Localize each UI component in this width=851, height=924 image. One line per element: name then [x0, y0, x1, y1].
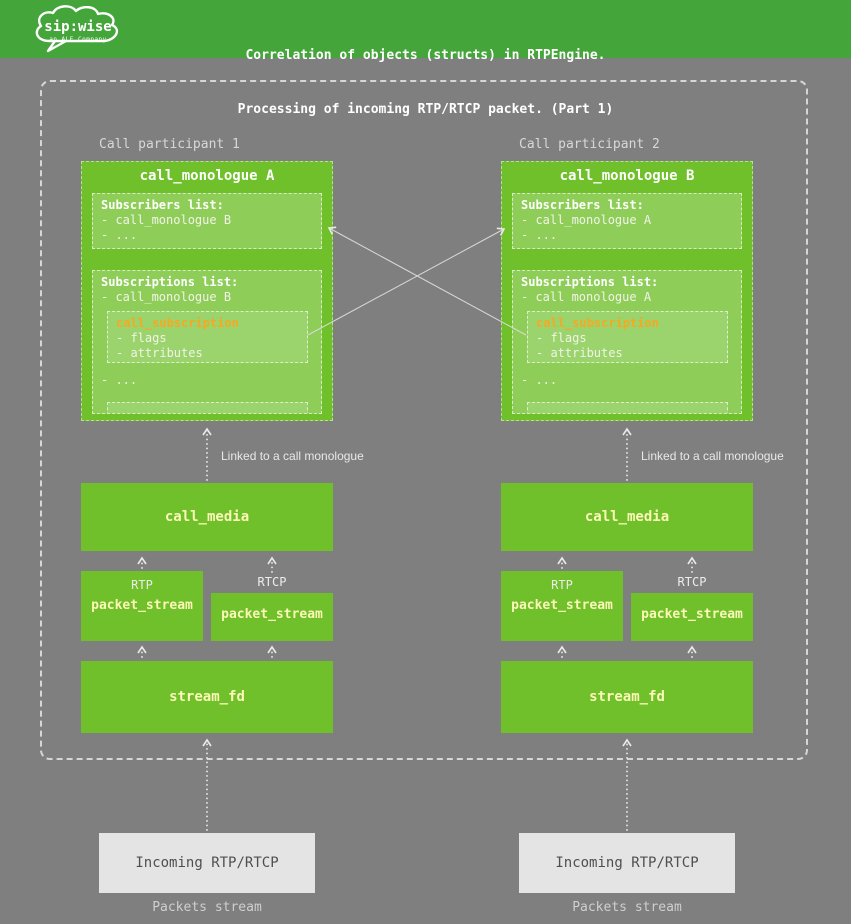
call-monologue-box: call_monologue A Subscribers list: - cal…: [81, 161, 333, 421]
subscriptions-list-title: Subscriptions list:: [521, 275, 659, 289]
call-monologue-box: call_monologue B Subscribers list: - cal…: [501, 161, 753, 421]
sipwise-logo: sip:wise an ALE Company: [30, 3, 126, 57]
participant-column-1: Call participant 1 call_monologue A Subs…: [81, 0, 364, 924]
subscribers-list-title: Subscribers list:: [101, 198, 224, 212]
packet-stream-label: packet_stream: [511, 598, 613, 613]
rtcp-label: RTCP: [677, 575, 707, 589]
rtcp-packet-stream-box: RTCP packet_stream: [631, 575, 753, 641]
call-subscription-item: - attributes: [116, 346, 203, 360]
call-subscription-title: call_subscription: [536, 316, 659, 330]
stream-fd-label: stream_fd: [589, 689, 665, 705]
subscriptions-list-box: Subscriptions list: - call monologue A c…: [512, 270, 742, 414]
rtpengine-scope-frame: [40, 80, 808, 760]
call-subscription-box-partial: [107, 402, 308, 413]
rtp-packet-stream-box: RTP packet_stream: [501, 571, 623, 641]
subscriptions-more: - ...: [521, 373, 558, 387]
incoming-rtp-rtcp-box: Incoming RTP/RTCP: [519, 833, 735, 893]
incoming-label: Incoming RTP/RTCP: [135, 855, 279, 871]
subscriptions-list-box: Subscriptions list: - call_monologue B c…: [92, 270, 322, 414]
call-media-label: call_media: [584, 509, 670, 525]
sipwise-cloud-icon: [35, 5, 119, 53]
packets-stream-label: Packets stream: [572, 900, 682, 915]
packet-stream-label: packet_stream: [641, 607, 743, 622]
logo-subtitle-text: an ALE Company: [49, 36, 107, 43]
subscriptions-item: - call monologue A: [521, 290, 652, 304]
subscribers-item: - call_monologue A: [521, 213, 652, 227]
logo-brand-text: sip:wise: [44, 19, 112, 35]
call-subscription-box: call_subscription - flags - attributes: [527, 311, 728, 363]
call-subscription-title: call_subscription: [116, 316, 239, 330]
call-subscription-item: - attributes: [536, 346, 623, 360]
rtp-packet-stream-box: RTP packet_stream: [81, 571, 203, 641]
call-monologue-title: call_monologue B: [559, 168, 695, 184]
call-subscription-box: call_subscription - flags - attributes: [107, 311, 308, 363]
page-title-line1: Correlation of objects (structs) in RTPE…: [245, 48, 606, 63]
rtcp-label: RTCP: [257, 575, 287, 589]
rtcp-packet-stream-box: RTCP packet_stream: [211, 575, 333, 641]
subscriptions-more: - ...: [101, 373, 138, 387]
rtp-label: RTP: [551, 578, 573, 592]
call-media-box: call_media: [81, 483, 333, 551]
stream-fd-box: stream_fd: [81, 661, 333, 733]
participant-column-2: Call participant 2 call_monologue B Subs…: [501, 0, 784, 924]
call-media-box: call_media: [501, 483, 753, 551]
subscribers-item: - ...: [521, 228, 558, 242]
subscribers-list-box: Subscribers list: - call_monologue A - .…: [512, 193, 742, 249]
participant-label: Call participant 2: [519, 137, 660, 152]
call-subscription-box-partial: [527, 402, 728, 413]
packets-stream-label: Packets stream: [152, 900, 262, 915]
subscribers-item: - call_monologue B: [101, 213, 232, 227]
subscribers-list-box: Subscribers list: - call_monologue B - .…: [92, 193, 322, 249]
call-subscription-item: - flags: [116, 331, 167, 345]
packet-stream-label: packet_stream: [91, 598, 193, 613]
page-title: Correlation of objects (structs) in RTPE…: [0, 11, 851, 155]
subscribers-list-title: Subscribers list:: [521, 198, 644, 212]
participant-label: Call participant 1: [99, 137, 240, 152]
stream-fd-label: stream_fd: [169, 689, 245, 705]
header-bar: sip:wise an ALE Company Correlation of o…: [0, 0, 851, 117]
page-title-line2: Processing of incoming RTP/RTCP packet. …: [237, 102, 614, 117]
linked-to-monologue-label: Linked to a call monologue: [221, 449, 364, 463]
subscriptions-item: - call_monologue B: [101, 290, 232, 304]
stream-fd-box: stream_fd: [501, 661, 753, 733]
call-monologue-title: call_monologue A: [139, 168, 275, 184]
packet-stream-label: packet_stream: [221, 607, 323, 622]
linked-to-monologue-label: Linked to a call monologue: [641, 449, 784, 463]
subscribers-item: - ...: [101, 228, 138, 242]
subscriptions-list-title: Subscriptions list:: [101, 275, 239, 289]
rtp-label: RTP: [131, 578, 153, 592]
call-media-label: call_media: [164, 509, 250, 525]
incoming-rtp-rtcp-box: Incoming RTP/RTCP: [99, 833, 315, 893]
incoming-label: Incoming RTP/RTCP: [555, 855, 699, 871]
call-subscription-item: - flags: [536, 331, 587, 345]
